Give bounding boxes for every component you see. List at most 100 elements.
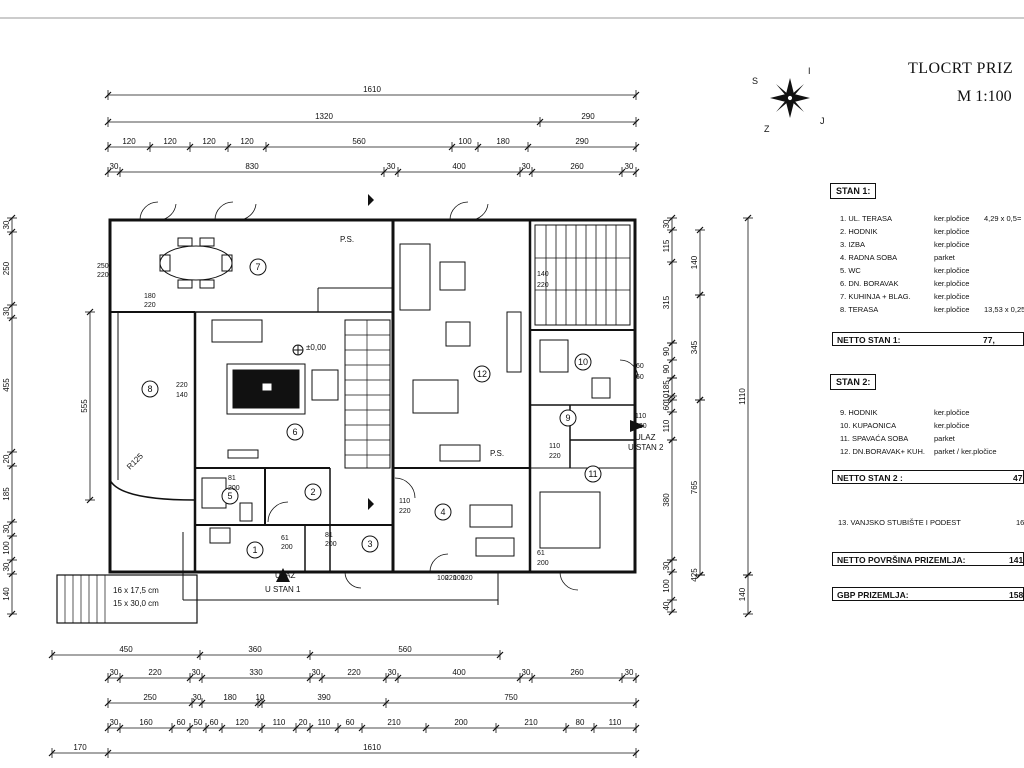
dim-right-f-label: 110 [662, 419, 671, 432]
dim-bot-4-label: 210 [387, 718, 401, 727]
dim-right-d-label: 90 [662, 347, 671, 356]
dim-bot-2-label: 30 [312, 668, 321, 677]
dim-right-d-label: 90 [662, 364, 671, 373]
drawing-scale: M 1:100 [957, 88, 1012, 105]
extra-row-name: 13. VANJSKO STUBIŠTE I PODEST [838, 518, 961, 527]
opening-dimension-labels: 2502201802202201401402208120011022061200… [97, 263, 647, 582]
door-swings [139, 201, 639, 591]
dim-left-label: 455 [2, 378, 11, 392]
legend-cell-mat: ker.pločice [934, 266, 970, 275]
dim-right-f-label: 10 [662, 393, 671, 402]
gbp-prizemlje-value: 158 [1009, 590, 1024, 600]
entrance-target-1: U STAN 1 [265, 585, 301, 594]
dim-bot-4-label: 60 [177, 718, 186, 727]
stan1-total: NETTO STAN 1: 77, [832, 332, 1024, 346]
dim-bot-4-label: 50 [194, 718, 203, 727]
dim-bot-3-label: 750 [504, 693, 518, 702]
level-label: ±0,00 [306, 343, 327, 352]
drawing-title: TLOCRT PRIZ [908, 60, 1014, 77]
dim-bot-4-label: 110 [273, 718, 286, 727]
opening-dimension: 60 [636, 374, 644, 381]
room-number: 5 [227, 491, 232, 501]
dim-bot-4-label: 80 [576, 718, 585, 727]
dim-top-4-label: 30 [387, 162, 396, 171]
dim-bot-1-label: 450 [119, 645, 133, 654]
dim-bot-4-label: 60 [346, 718, 355, 727]
stan2-total-value: 47 [1013, 473, 1023, 483]
dim-bot-2-label: 220 [347, 668, 361, 677]
dim-right-f-label: 185 [662, 380, 671, 394]
opening-dimension: 220 [549, 453, 561, 460]
dim-right-j-label: 100 [662, 579, 671, 593]
legend-cell-name: 5. WC [840, 266, 861, 275]
stan2-header: STAN 2: [830, 374, 877, 390]
legend-cell-name: 4. RADNA SOBA [840, 253, 898, 262]
legend-cell-name: 8. TERASA [840, 305, 879, 314]
opening-dimension: 220 [537, 282, 549, 289]
dim-right-g-label: 765 [690, 480, 699, 494]
dim-bot-2-label: 30 [110, 668, 119, 677]
dim-bot-4-label: 210 [524, 718, 538, 727]
dim-left-label: 20 [2, 454, 11, 463]
opening-dimension: 100 [453, 575, 465, 582]
legend-cell-mat: ker.pločice [934, 227, 970, 236]
opening-dimension: 220 [144, 302, 156, 309]
opening-dimension: 220 [97, 272, 109, 279]
dim-bot-1-label: 560 [398, 645, 412, 654]
dim-bot-3-label: 30 [193, 693, 202, 702]
dim-top-2-label: 290 [581, 112, 595, 121]
compass-label-j: J [820, 116, 825, 126]
compass-rose-icon [770, 78, 810, 118]
dim-top-4-label: 830 [245, 162, 259, 171]
dim-bot-4-label: 160 [139, 718, 153, 727]
opening-dimension: 220 [635, 423, 647, 430]
level-cross [293, 345, 303, 355]
opening-dimension: 250 [97, 263, 109, 270]
dim-right-a-label: 30 [662, 219, 671, 228]
room-number: 1 [252, 545, 257, 555]
legend-cell-name: 2. HODNIK [840, 227, 878, 236]
furniture [159, 237, 611, 557]
dim-top-4-label: 400 [452, 162, 466, 171]
legend-cell-mat: parket [934, 253, 955, 262]
stair-dimension-2: 15 x 30,0 cm [113, 599, 159, 608]
dim-bot-2-label: 30 [625, 668, 634, 677]
radius-label: R125 [125, 451, 145, 471]
building-walls [108, 218, 637, 605]
stair-dimension-1: 16 x 17,5 cm [113, 586, 159, 595]
dim-left-label: 30 [2, 220, 11, 229]
dim-bot-5-label: 1610 [363, 743, 381, 752]
opening-dimension: 61 [537, 550, 545, 557]
entrance-arrow-icon [630, 420, 645, 432]
opening-dimension: 220 [399, 508, 411, 515]
room-number: 9 [565, 413, 570, 423]
opening-dimension: 60 [636, 363, 644, 370]
dim-right-k-label: 140 [738, 587, 747, 601]
legend-cell-mat: ker.pločice [934, 421, 970, 430]
dim-top-3-label: 290 [575, 137, 589, 146]
dim-bot-2-label: 330 [249, 668, 263, 677]
dim-top-3-label: 180 [496, 137, 510, 146]
room-number: 4 [440, 507, 445, 517]
legend-cell-name: 10. KUPAONICA [840, 421, 897, 430]
ps-label-2: P.S. [490, 449, 504, 458]
opening-dimension: 120 [461, 575, 473, 582]
dim-right-j-label: 30 [662, 561, 671, 570]
dim-top-3-label: 120 [122, 137, 136, 146]
room-number: 8 [147, 384, 152, 394]
dim-right-j-label: 40 [662, 601, 671, 610]
extra-row-value: 16 [1016, 518, 1024, 527]
dim-bot-2-label: 220 [148, 668, 162, 677]
dim-bot-4-label: 110 [318, 718, 331, 727]
section-marker-icon [368, 194, 374, 206]
legend-cell-mat: ker.pločice [934, 240, 970, 249]
legend-cell-name: 12. DN.BORAVAK+ KUH. [840, 447, 925, 456]
dim-bot-2-label: 30 [522, 668, 531, 677]
dim-top-4-label: 30 [110, 162, 119, 171]
dim-left-label: 250 [2, 261, 11, 275]
netto-prizemlje-label: NETTO POVRŠINA PRIZEMLJA: [837, 555, 966, 565]
dim-top-2-label: 1320 [315, 112, 333, 121]
ps-label-1: P.S. [340, 235, 354, 244]
room-number: 2 [310, 487, 315, 497]
